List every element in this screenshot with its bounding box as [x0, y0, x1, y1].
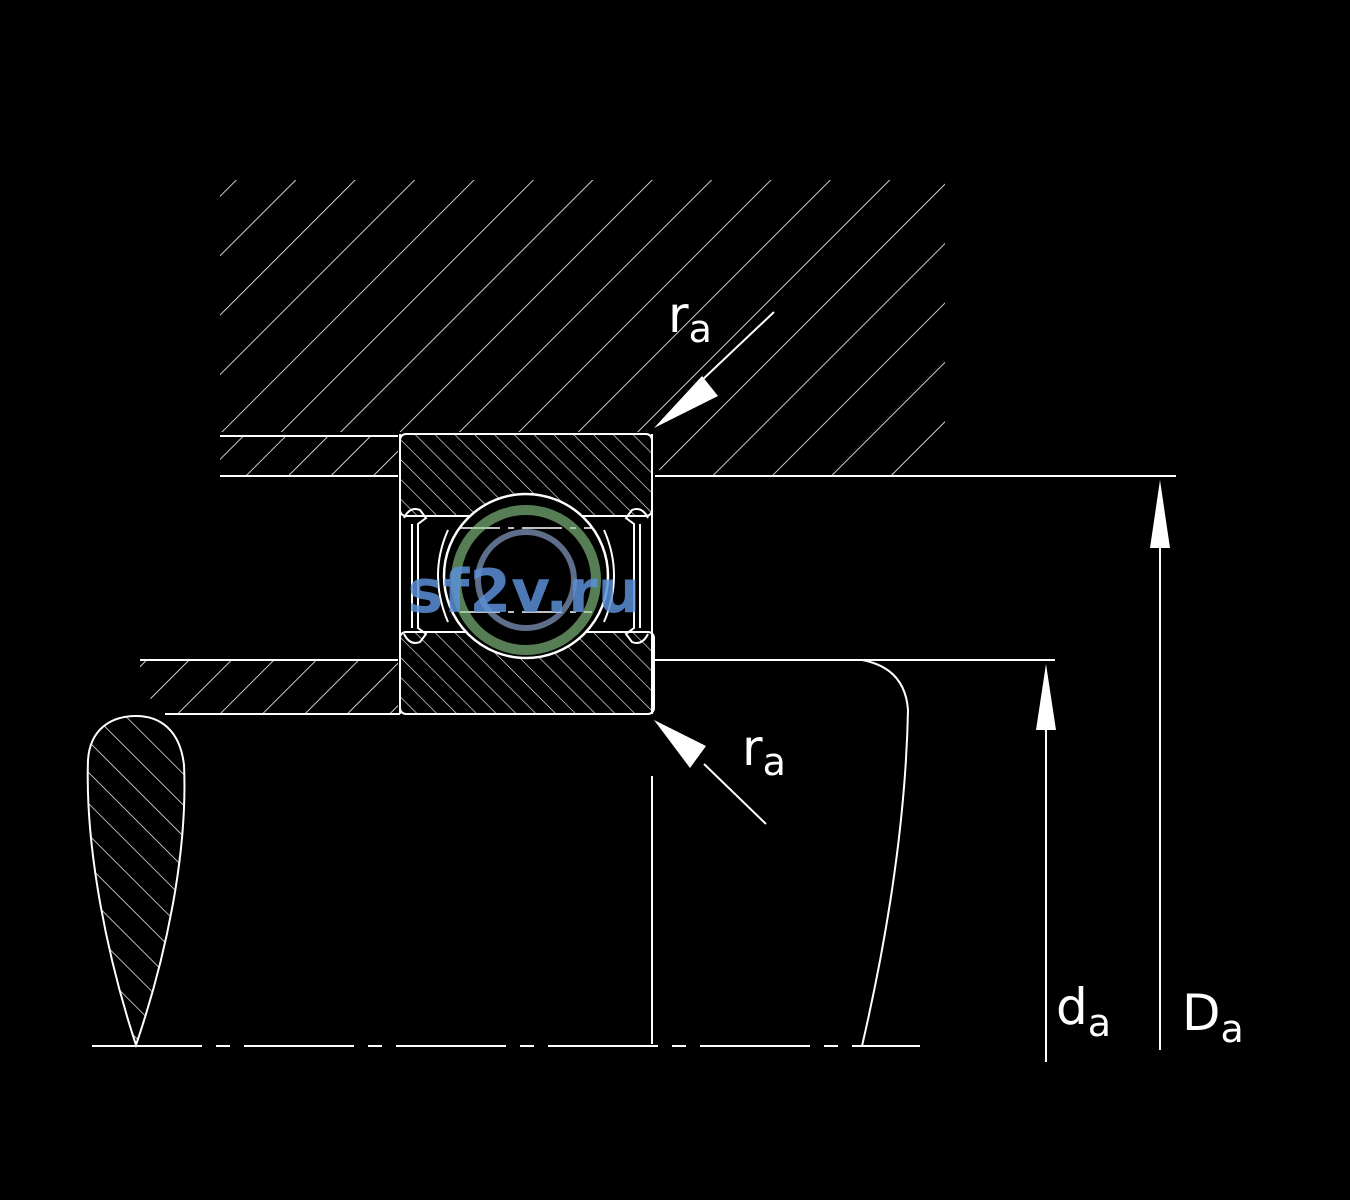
shaft-shoulder	[140, 659, 400, 715]
cage	[437, 529, 615, 623]
dimension-Da	[945, 475, 1176, 1050]
label-Da: Da	[1182, 984, 1244, 1051]
label-ra-top: ra	[668, 286, 712, 351]
label-ra-bottom: ra	[742, 719, 786, 784]
dimension-da	[1036, 664, 1056, 1062]
housing	[220, 180, 945, 477]
radius-leader-bottom	[654, 720, 767, 825]
watermark-logo: sf2v.ru	[408, 505, 641, 655]
watermark-text: sf2v.ru	[408, 557, 641, 627]
left-seal	[403, 508, 428, 644]
radius-leader-top	[654, 311, 775, 428]
shaft-body	[651, 659, 1055, 1047]
rolling-ball	[442, 492, 610, 660]
shaft-break	[86, 714, 186, 1049]
right-seal	[624, 508, 649, 644]
label-da: da	[1056, 978, 1111, 1045]
